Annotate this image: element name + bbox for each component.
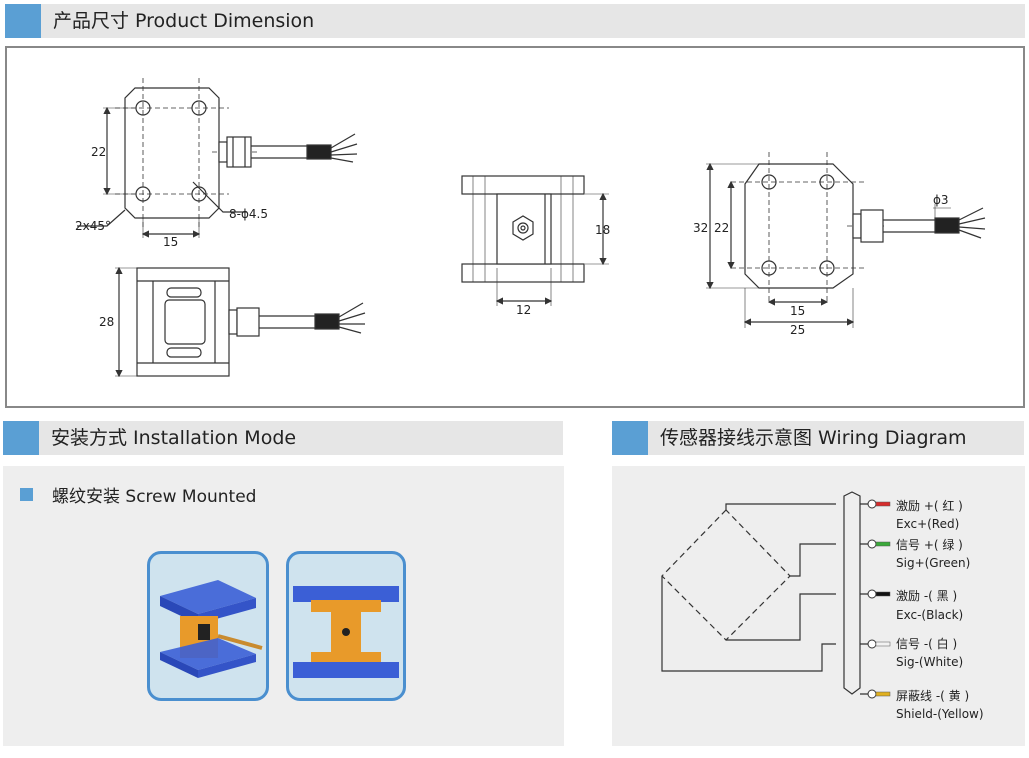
wire-color-1 bbox=[875, 501, 891, 507]
dim-chamfer: 2x45° bbox=[75, 219, 111, 233]
wire-terminal-1 bbox=[867, 499, 877, 509]
wire-terminal-3 bbox=[867, 589, 877, 599]
installation-photo-front bbox=[286, 551, 406, 701]
dim-25: 25 bbox=[790, 323, 805, 337]
wire-label-2-en: Sig+(Green) bbox=[896, 556, 971, 570]
photo-iso-drawing bbox=[160, 580, 263, 678]
dim-phi3: ϕ3 bbox=[933, 193, 949, 207]
wiring-diagram bbox=[661, 491, 891, 699]
section-title: 传感器接线示意图 Wiring Diagram bbox=[660, 427, 967, 449]
section-header-product-dimension: 产品尺寸 Product Dimension bbox=[5, 4, 1025, 38]
top-view-body bbox=[124, 87, 220, 219]
dim-holes: 8-ϕ4.5 bbox=[229, 207, 268, 221]
wire-color-5 bbox=[875, 691, 891, 697]
dim-22-right: 22 bbox=[714, 221, 729, 235]
wire-label-5-en: Shield-(Yellow) bbox=[896, 707, 984, 721]
header-accent-square bbox=[5, 4, 41, 38]
dim-12: 12 bbox=[516, 303, 531, 317]
installation-item: 螺纹安装 Screw Mounted bbox=[52, 487, 257, 507]
dim-18: 18 bbox=[595, 223, 610, 237]
photo-front-drawing bbox=[293, 586, 399, 678]
wire-label-5-cn: 屏蔽线 -( 黄 ) bbox=[896, 689, 970, 703]
wire-label-1-cn: 激励 +( 红 ) bbox=[896, 499, 963, 513]
dim-15-right: 15 bbox=[790, 304, 805, 318]
header-accent-square bbox=[612, 421, 648, 455]
wire-label-2-cn: 信号 +( 绿 ) bbox=[896, 538, 963, 552]
dimension-drawing: 22 2x45° 8-ϕ4.5 15 28 18 12 32 22 ϕ3 15 … bbox=[75, 78, 986, 378]
wire-label-4-en: Sig-(White) bbox=[896, 655, 964, 669]
dim-28: 28 bbox=[99, 315, 114, 329]
wire-terminal-4 bbox=[867, 639, 877, 649]
dimension-drawing-panel: 22 2x45° 8-ϕ4.5 15 28 18 12 32 22 ϕ3 15 … bbox=[5, 46, 1025, 408]
wire-label-1-en: Exc+(Red) bbox=[896, 517, 960, 531]
wiring-panel: 激励 +( 红 ) Exc+(Red) 信号 +( 绿 ) Sig+(Green… bbox=[612, 466, 1025, 746]
dim-15-top: 15 bbox=[163, 235, 178, 249]
wire-color-2 bbox=[875, 541, 891, 547]
wire-terminal-5 bbox=[867, 689, 877, 699]
section-title: 安装方式 Installation Mode bbox=[51, 427, 297, 449]
header-accent-square bbox=[3, 421, 39, 455]
dim-32: 32 bbox=[693, 221, 708, 235]
wire-label-3-cn: 激励 -( 黑 ) bbox=[896, 589, 958, 603]
wire-terminal-2 bbox=[867, 539, 877, 549]
bullet-square bbox=[20, 488, 33, 501]
wire-color-4 bbox=[875, 641, 891, 647]
wire-label-4-cn: 信号 -( 白 ) bbox=[896, 637, 958, 651]
section-header-installation: 安装方式 Installation Mode bbox=[3, 421, 563, 455]
dim-22-left: 22 bbox=[91, 145, 106, 159]
wire-color-3 bbox=[875, 591, 891, 597]
installation-panel bbox=[3, 466, 564, 746]
section-header-wiring: 传感器接线示意图 Wiring Diagram bbox=[612, 421, 1024, 455]
installation-photo-iso bbox=[147, 551, 269, 701]
wire-label-3-en: Exc-(Black) bbox=[896, 608, 964, 622]
section-title: 产品尺寸 Product Dimension bbox=[53, 10, 315, 32]
